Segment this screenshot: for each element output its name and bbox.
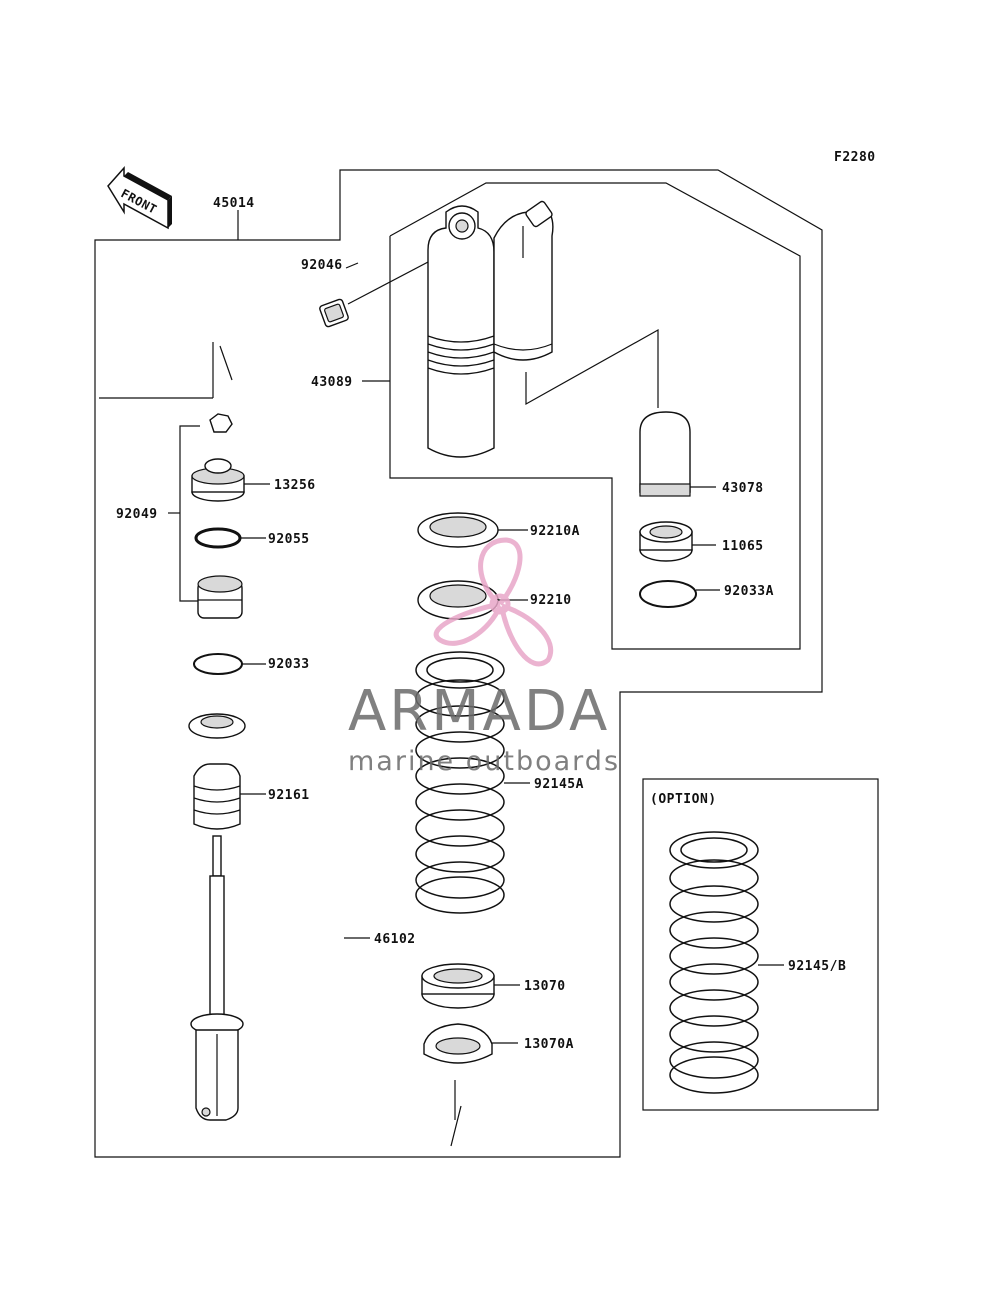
label-92161: 92161 <box>268 788 310 803</box>
label-92046: 92046 <box>301 258 343 273</box>
cap-ring-11065 <box>639 521 716 562</box>
label-92210: 92210 <box>530 593 572 608</box>
watermark-tagline: marine outboards <box>348 746 620 777</box>
label-43089: 43089 <box>311 375 353 390</box>
label-45014: 45014 <box>213 196 255 211</box>
label-92145A: 92145A <box>534 777 584 792</box>
label-92145B: 92145/B <box>788 959 846 974</box>
front-arrow-icon: FRONT <box>107 166 172 230</box>
propeller-logo-icon <box>433 537 554 667</box>
armada-logo: ARMADA marine outboards <box>348 537 620 777</box>
reservoir-cap-43078 <box>639 411 716 497</box>
bushing-92046 <box>319 239 471 328</box>
snap-ring-92033A <box>639 580 720 608</box>
o-ring-92055 <box>194 527 266 549</box>
label-11065: 11065 <box>722 539 764 554</box>
label-92055: 92055 <box>268 532 310 547</box>
spring-seat-13070A <box>423 1023 518 1064</box>
label-13256: 13256 <box>274 478 316 493</box>
label-92210A: 92210A <box>530 524 580 539</box>
bumper-assembly-92049 <box>168 413 233 602</box>
label-46102: 46102 <box>374 932 416 947</box>
shock-body-43089 <box>362 200 659 458</box>
label-13070: 13070 <box>524 979 566 994</box>
label-92049: 92049 <box>116 507 158 522</box>
bumper-body <box>197 575 243 619</box>
spring-seat-13070 <box>421 963 520 1009</box>
assembly-outlines <box>94 169 879 1158</box>
nut-92210A <box>417 512 528 548</box>
watermark-brand: ARMADA <box>348 679 610 744</box>
figure-code: F2280 <box>834 150 876 165</box>
label-92033: 92033 <box>268 657 310 672</box>
label-13070A: 13070A <box>524 1037 574 1052</box>
label-92033A: 92033A <box>724 584 774 599</box>
label-43078: 43078 <box>722 481 764 496</box>
bump-stop-92161 <box>188 713 266 830</box>
spring-92145B <box>669 831 784 1094</box>
rod-46102 <box>190 835 370 1121</box>
option-label: (OPTION) <box>650 792 717 807</box>
spring-92145A <box>415 651 530 914</box>
snap-ring-92033 <box>193 653 266 675</box>
cap-13256 <box>191 458 270 502</box>
